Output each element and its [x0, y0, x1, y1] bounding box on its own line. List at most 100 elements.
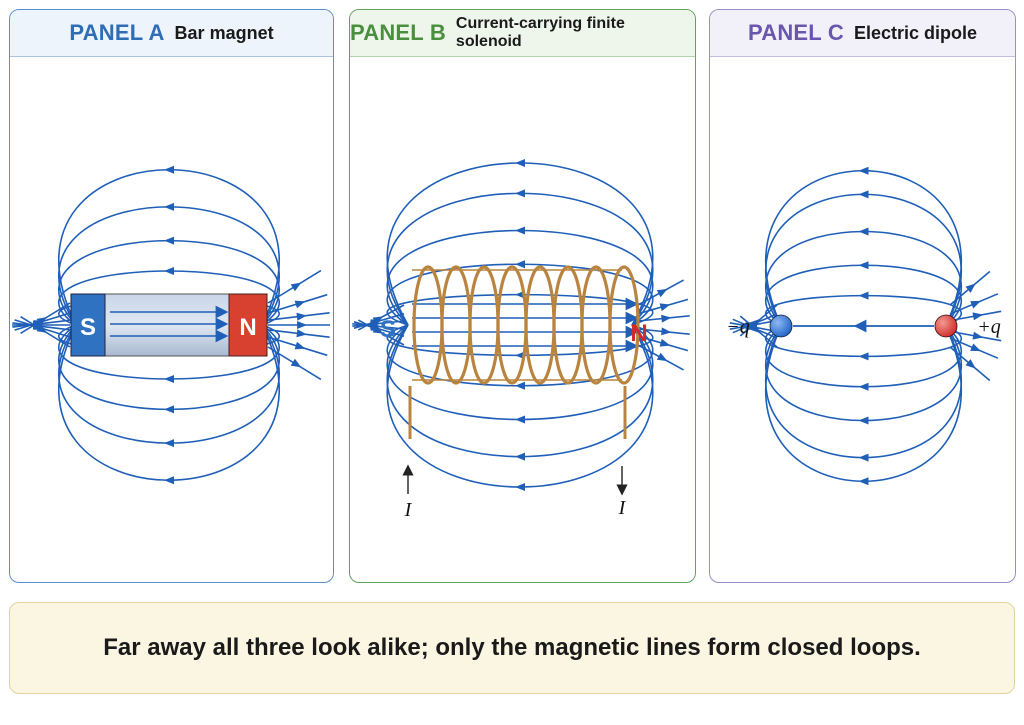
negative-charge	[769, 314, 793, 338]
field-arrow	[858, 477, 869, 486]
field-arrow	[661, 314, 672, 323]
field-arrow	[972, 312, 984, 321]
coil-outline	[412, 269, 622, 381]
negative-charge-label: −q	[726, 316, 750, 338]
positive-charge	[934, 314, 958, 338]
field-arrow	[296, 329, 307, 338]
internal-field-lines	[110, 305, 229, 343]
panel-b-title: Current-carrying finite solenoid	[455, 15, 625, 50]
field-arrow	[515, 260, 525, 269]
field-arrow	[164, 165, 174, 174]
internal-field-lines	[412, 297, 639, 353]
field-arrow	[858, 227, 869, 236]
positive-charge-label: +q	[977, 316, 1001, 338]
field-arrow	[164, 439, 174, 448]
field-arrow	[294, 300, 306, 309]
panel-a-tag: PANEL A	[69, 20, 165, 45]
current-arrows	[402, 464, 628, 496]
panel-b: PANEL B Current-carrying finite solenoid	[349, 9, 696, 583]
coil-turn	[496, 265, 528, 385]
panel-c-header: PANEL C Electric dipole	[710, 10, 1015, 57]
field-arrow	[515, 159, 525, 167]
field-line	[765, 325, 962, 459]
coil-turn	[412, 265, 444, 385]
field-line	[764, 325, 963, 358]
solenoid-coil	[412, 265, 640, 385]
coil-turn	[468, 265, 500, 385]
panel-b-header: PANEL B Current-carrying finite solenoid	[350, 10, 695, 57]
coil-turn	[552, 265, 584, 385]
field-arrow	[290, 282, 302, 292]
panel-c-tag: PANEL C	[748, 20, 844, 45]
field-arrow	[858, 382, 869, 391]
field-arrow	[965, 283, 976, 293]
panel-a: PANEL A Bar magnet S N	[9, 9, 334, 583]
field-line	[764, 325, 963, 422]
solenoid-diagram: I I S N	[352, 159, 690, 521]
field-arrow	[297, 321, 308, 329]
panel-a-header: PANEL A Bar magnet	[10, 10, 333, 57]
field-arrow	[970, 343, 981, 352]
field-arrow	[656, 352, 668, 362]
field-arrow	[661, 327, 672, 336]
coil-turn	[524, 265, 556, 385]
coil-turn	[608, 265, 640, 385]
field-line	[386, 192, 654, 326]
field-arrow	[164, 236, 174, 245]
field-arrow	[858, 166, 869, 175]
field-arrow	[656, 288, 668, 298]
field-arrow	[858, 352, 869, 361]
field-arrow	[294, 341, 306, 350]
magnet-body	[104, 293, 230, 357]
field-arrow	[515, 452, 525, 461]
north-pole	[228, 293, 268, 357]
electric-field-lines	[729, 166, 1002, 486]
field-arrow	[750, 323, 761, 334]
field-arrow	[858, 261, 869, 270]
field-line	[764, 230, 963, 327]
field-line	[386, 324, 654, 458]
field-arrow	[164, 405, 174, 414]
field-arrow	[515, 189, 525, 198]
field-arrow	[164, 202, 174, 211]
panel-b-tag: PANEL B	[350, 20, 446, 45]
coil-turn	[440, 265, 472, 385]
south-pole	[70, 293, 106, 357]
field-arrow	[970, 300, 981, 309]
solenoid-north-label: N	[630, 320, 647, 347]
field-arrow	[36, 324, 48, 333]
magnetic-field-lines	[12, 165, 330, 485]
current-label-left: I	[404, 499, 413, 521]
solenoid-south-label: S	[380, 316, 396, 343]
field-arrow	[164, 267, 174, 275]
caption-box: Far away all three look alike; only the …	[9, 602, 1015, 694]
south-pole-label: S	[80, 314, 96, 341]
field-arrow	[290, 358, 302, 368]
caption-text: Far away all three look alike; only the …	[103, 634, 921, 661]
field-arrow	[515, 381, 525, 390]
field-line	[386, 324, 654, 488]
panel-c-title: Electric dipole	[853, 22, 977, 43]
field-arrow	[858, 291, 869, 300]
electric-dipole-diagram: −q +q	[726, 166, 1002, 486]
panel-c: PANEL C Electric dipole −q +q	[709, 9, 1016, 583]
field-arrow	[164, 375, 174, 383]
field-line	[386, 162, 654, 326]
north-pole-label: N	[239, 314, 256, 341]
field-arrow	[515, 483, 525, 491]
field-arrow	[972, 331, 984, 340]
magnetic-field-lines	[352, 159, 690, 491]
field-arrow	[858, 190, 869, 199]
field-line	[765, 193, 962, 327]
field-arrow	[296, 312, 307, 321]
field-arrow	[372, 325, 384, 334]
coil-turn	[580, 265, 612, 385]
field-arrow	[515, 415, 525, 424]
coil-leads	[408, 386, 627, 439]
field-arrow	[515, 226, 525, 235]
field-line	[764, 294, 963, 327]
field-arrow	[659, 338, 671, 347]
field-arrow	[858, 416, 869, 425]
field-arrow	[965, 359, 976, 369]
field-arrow	[659, 303, 671, 312]
